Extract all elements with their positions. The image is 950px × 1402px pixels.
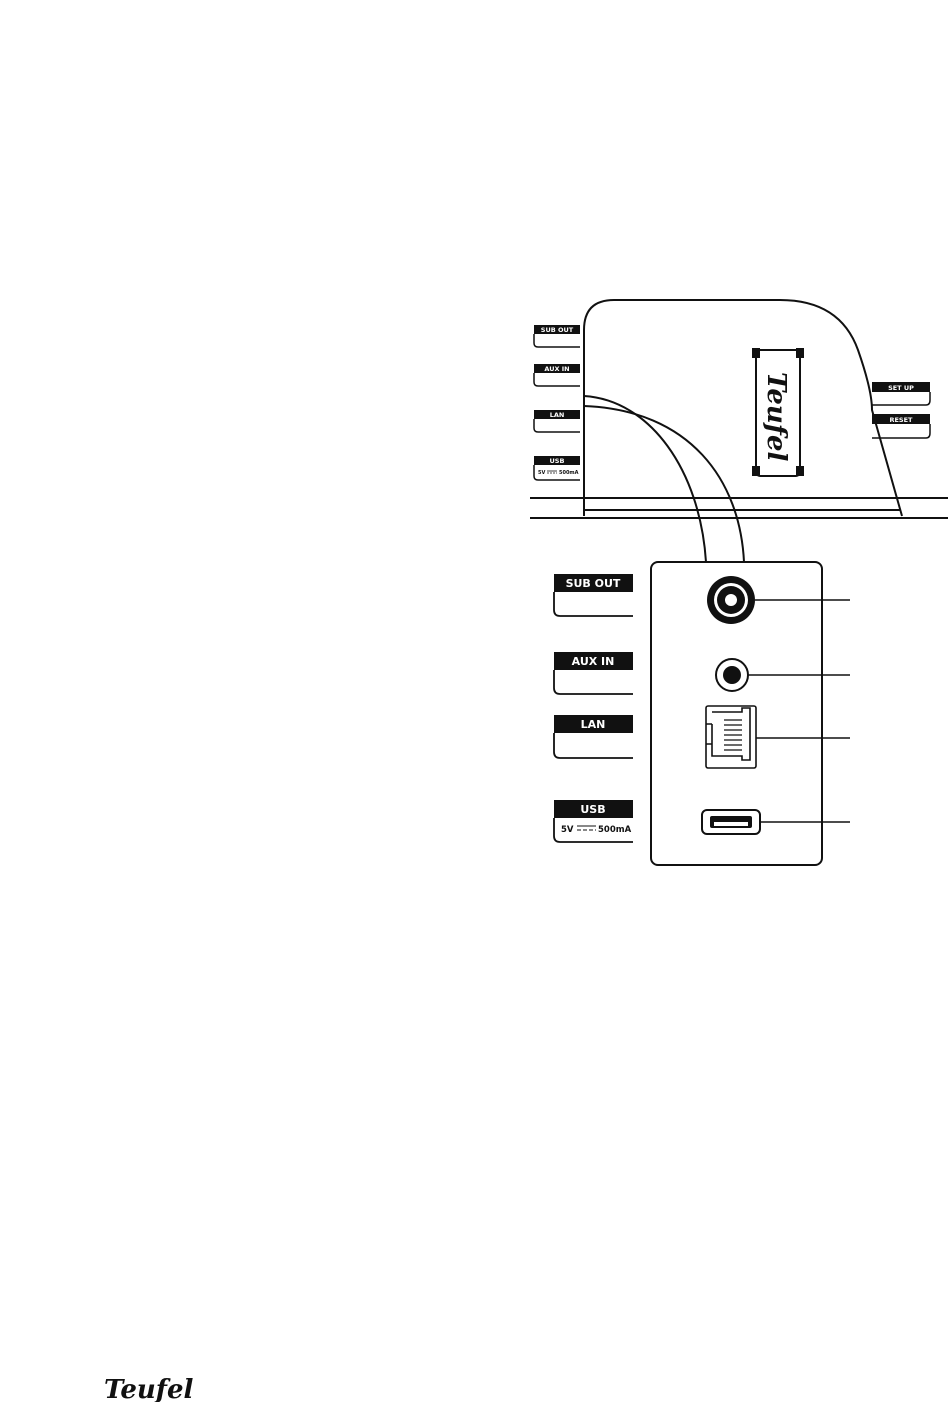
small-label-lan-text: LAN (550, 411, 565, 419)
sub-out-rca-jack (707, 576, 755, 624)
usb-port (702, 810, 760, 834)
small-label-reset: RESET (872, 414, 930, 438)
device-body-overview (530, 300, 948, 562)
lan-rj45-port (706, 706, 756, 768)
small-label-usb-current: 500mA (559, 470, 579, 476)
small-label-usb-voltage: 5V (538, 470, 545, 476)
logo-plate-brand: Teufel (761, 372, 791, 462)
big-label-usb-voltage: 5V (561, 825, 574, 835)
small-label-set-up: SET UP (872, 382, 930, 405)
logo-plate: Teufel (752, 348, 804, 476)
big-label-lan-text: LAN (581, 718, 606, 731)
big-label-lan: LAN (554, 715, 633, 758)
big-label-usb: USB 5V 500mA (554, 800, 633, 842)
small-label-reset-text: RESET (889, 416, 913, 424)
callout-curve-right (584, 406, 744, 562)
small-label-aux-in: AUX IN (534, 364, 580, 386)
small-label-aux-in-text: AUX IN (544, 365, 569, 373)
big-label-aux-in-text: AUX IN (572, 655, 615, 668)
big-label-sub-out: SUB OUT (554, 574, 633, 616)
big-label-usb-current: 500mA (598, 825, 632, 835)
small-label-usb-text: USB (550, 457, 565, 465)
small-label-lan: LAN (534, 410, 580, 432)
callout-lines (748, 600, 850, 822)
small-label-sub-out-text: SUB OUT (541, 326, 574, 334)
big-label-aux-in: AUX IN (554, 652, 633, 694)
device-body-outline (584, 300, 902, 516)
footer-brand-logo: Teufel (104, 1375, 194, 1402)
aux-in-jack (716, 659, 748, 691)
small-label-sub-out: SUB OUT (534, 325, 580, 347)
big-label-sub-out-text: SUB OUT (566, 577, 621, 590)
big-label-usb-text: USB (580, 803, 605, 816)
callout-curve-left (584, 396, 706, 562)
small-label-usb: USB 5V 500mA (534, 456, 580, 480)
small-label-set-up-text: SET UP (888, 384, 914, 392)
